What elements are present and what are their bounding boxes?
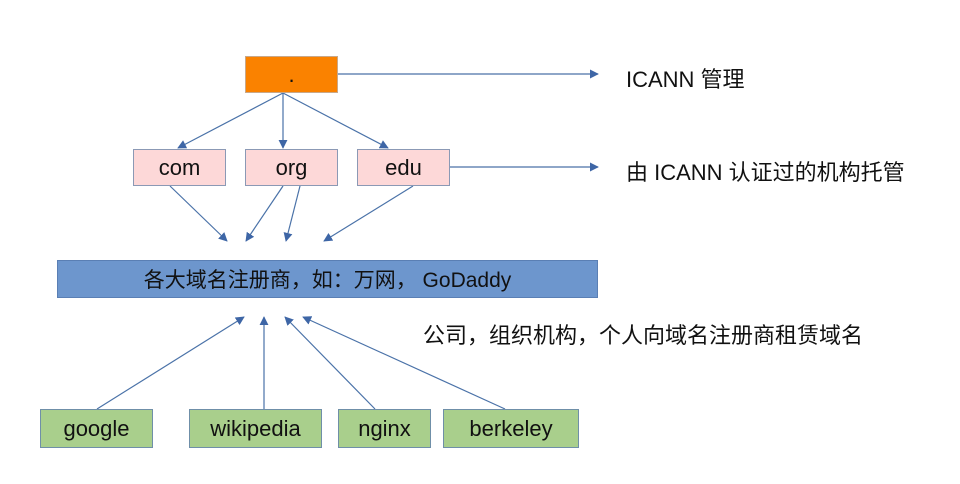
tld-label: org (275, 154, 308, 180)
tld-node-com: com (133, 149, 226, 186)
org-node-wikipedia: wikipedia (189, 409, 322, 448)
org-label: wikipedia (210, 415, 301, 441)
arrow-root-to-edu (282, 92, 389, 149)
root-node: . (245, 56, 338, 93)
arrow-edu-to-registrar (323, 185, 414, 242)
registrar-label: 各大域名注册商，如：万网， GoDaddy (143, 269, 512, 292)
arrow-nginx-to-registrar (284, 316, 376, 410)
arrow-org-to-registrar-1 (245, 185, 284, 242)
arrow-root-to-com (177, 92, 284, 149)
root-node-label: . (288, 61, 295, 87)
tld-node-org: org (245, 149, 338, 186)
tld-label: com (158, 154, 201, 180)
org-node-google: google (40, 409, 153, 448)
arrow-org-to-registrar-2 (283, 185, 301, 242)
arrow-com-to-registrar (169, 185, 228, 242)
arrow-berkeley-to-registrar (302, 316, 506, 410)
org-node-nginx: nginx (338, 409, 431, 448)
tld-label: edu (385, 154, 422, 180)
org-node-berkeley: berkeley (443, 409, 579, 448)
org-label: nginx (358, 415, 411, 441)
registrar-node: 各大域名注册商，如：万网， GoDaddy (57, 260, 598, 298)
org-label: google (63, 415, 130, 441)
note-tld: 由 ICANN 认证过的机构托管 (626, 160, 905, 185)
arrow-google-to-registrar (96, 316, 245, 410)
org-label: berkeley (469, 415, 553, 441)
tld-node-edu: edu (357, 149, 450, 186)
note-root: ICANN 管理 (626, 67, 745, 92)
note-registrar: 公司，组织机构，个人向域名注册商租赁域名 (423, 323, 864, 348)
